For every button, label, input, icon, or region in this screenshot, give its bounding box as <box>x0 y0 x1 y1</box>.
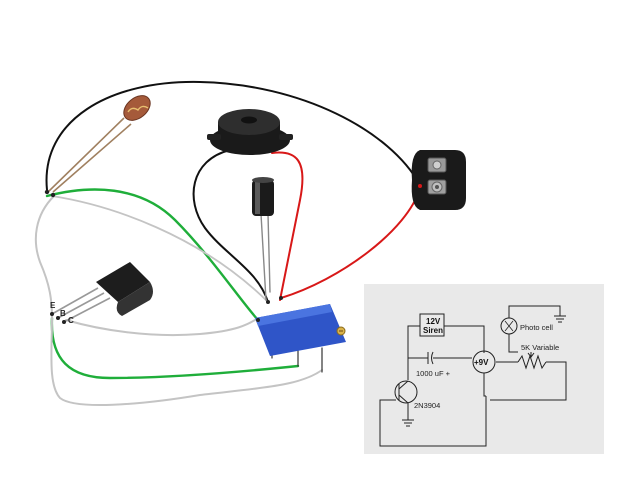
gray-wire-ldr-to-mid <box>51 195 269 303</box>
red-wire-buzzer-to-pot <box>271 151 304 301</box>
black-wire-buzzer-to-pot <box>192 149 269 303</box>
transistor-label: 2N3904 <box>414 401 440 410</box>
photocell-label: Photo cell <box>520 323 553 332</box>
green-wire-ldr-to-pot <box>45 188 260 322</box>
gray-wire-collector-to-pot <box>65 317 259 337</box>
battery-label: +9V <box>474 358 489 367</box>
photocell-ldr <box>44 95 151 198</box>
red-wire-battery-to-pot <box>280 187 421 299</box>
capacitor-label: 1000 uF + <box>416 369 451 378</box>
green-wire-emitter-to-pot <box>50 316 300 380</box>
potentiometer-trimmer <box>255 296 346 356</box>
siren-label-1: 12V <box>426 317 441 326</box>
black-wire-ldr-to-battery <box>45 80 421 191</box>
battery-snap <box>411 150 466 210</box>
siren-buzzer <box>207 109 293 155</box>
wires <box>34 80 421 406</box>
capacitor-lead-left <box>260 213 267 301</box>
schematic-panel: 12V Siren +9V Photo cell 5K Variable 100… <box>364 284 604 454</box>
gray-wire-outer-loop <box>34 195 323 406</box>
pot-label: 5K Variable <box>521 343 559 352</box>
siren-label-2: Siren <box>423 326 443 335</box>
base-pin-label: B <box>60 309 66 318</box>
emitter-pin-label: E <box>50 301 56 310</box>
transistor: E B C <box>50 262 153 325</box>
collector-pin-label: C <box>68 316 74 325</box>
capacitor-lead-right <box>267 213 271 293</box>
capacitor <box>252 177 274 216</box>
